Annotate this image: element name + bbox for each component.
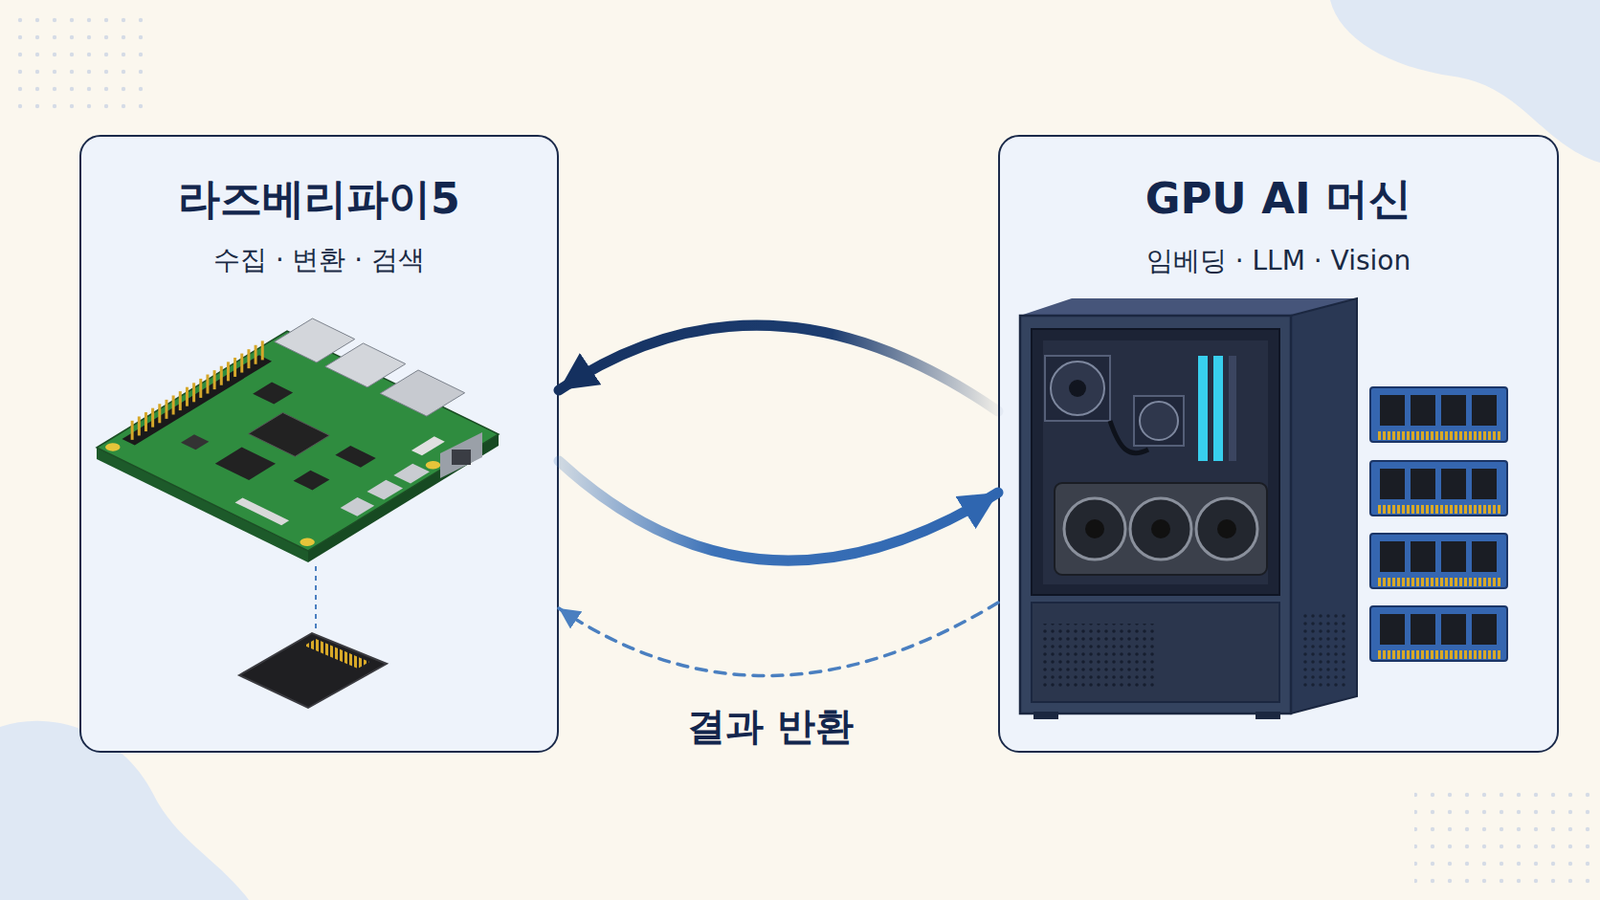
device-box: 라즈베리파이5 수집 · 변환 · 검색	[79, 134, 559, 754]
device-roles: 수집 · 변환 · 검색	[81, 243, 557, 278]
device-roles: 임베딩 · LLM · Vision	[1000, 244, 1557, 279]
dot-grid	[13, 13, 148, 110]
request-arrow	[558, 325, 999, 412]
device-title: GPU AI 머신	[1000, 173, 1557, 225]
data-arrow	[558, 461, 999, 561]
dot-grid	[1414, 792, 1593, 892]
device-box: GPU AI 머신임베딩 · LLM · Vision	[998, 134, 1559, 754]
result-arrow	[558, 602, 999, 677]
edge-label: 결과 반환	[681, 703, 860, 750]
device-title: 라즈베리파이5	[81, 173, 557, 224]
